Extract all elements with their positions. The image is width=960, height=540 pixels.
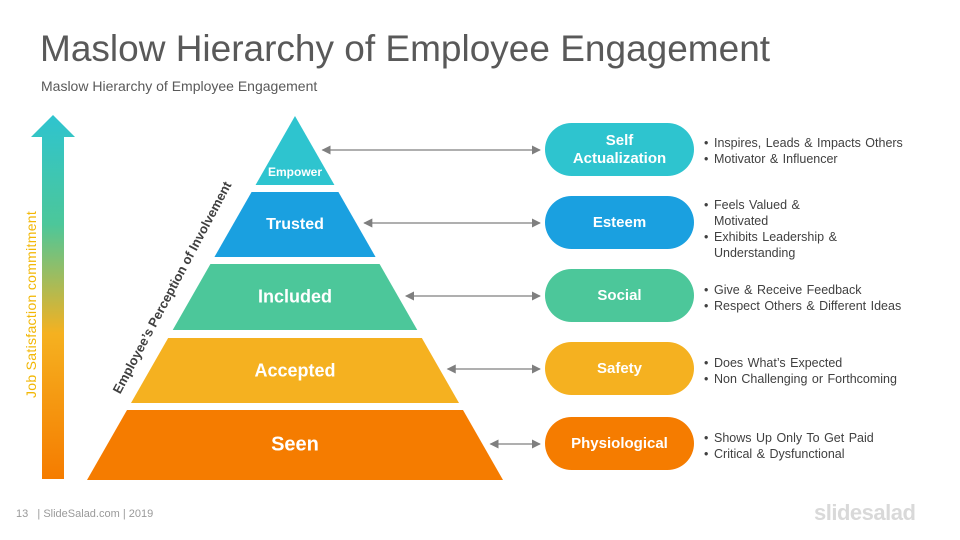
need-label: Safety — [596, 359, 643, 377]
pyramid-level-label: Trusted — [266, 215, 324, 233]
bullet-item: Feels Valued & Motivated — [704, 197, 854, 229]
need-label: Social — [597, 286, 642, 304]
need-pill-safety: Safety — [545, 342, 694, 395]
page-number: 13 — [16, 508, 29, 520]
pyramid-level-included — [172, 264, 418, 330]
bullet-item: Respect Others & Different Ideas — [704, 298, 944, 314]
need-bullets: Inspires, Leads & Impacts OthersMotivato… — [704, 135, 944, 167]
need-bullets: Feels Valued & MotivatedExhibits Leaders… — [704, 197, 854, 261]
need-pill-self-actualization: Self Actualization — [545, 123, 694, 176]
pyramid-level-label: Seen — [271, 433, 319, 456]
bullet-item: Motivator & Influencer — [704, 151, 944, 167]
need-bullets: Shows Up Only To Get PaidCritical & Dysf… — [704, 430, 944, 462]
pyramid-level-trusted — [214, 192, 376, 257]
need-bullets: Does What’s ExpectedNon Challenging or F… — [704, 355, 944, 387]
bullet-item: Give & Receive Feedback — [704, 282, 944, 298]
need-label: Physiological — [571, 434, 668, 452]
slidesalad-logo: slidesalad — [814, 500, 916, 525]
pyramid-level-label: Empower — [267, 165, 323, 179]
page-subtitle: Maslow Hierarchy of Employee Engagement — [41, 78, 318, 94]
footer-text: | SlideSalad.com | 2019 — [37, 508, 154, 520]
pyramid-level-label: Accepted — [254, 360, 336, 380]
pyramid-level-empower — [255, 116, 335, 185]
bullet-item: Shows Up Only To Get Paid — [704, 430, 944, 446]
job-satisfaction-label: Job Satisfaction commitment — [23, 210, 39, 398]
bullet-item: Inspires, Leads & Impacts Others — [704, 135, 944, 151]
page-title: Maslow Hierarchy of Employee Engagement — [40, 28, 771, 69]
pyramid-level-accepted — [131, 338, 459, 403]
need-pill-physiological: Physiological — [545, 417, 694, 470]
need-bullets: Give & Receive FeedbackRespect Others & … — [704, 282, 944, 314]
pyramid-level-seen — [87, 410, 503, 480]
need-pill-social: Social — [545, 269, 694, 322]
pyramid-level-label: Included — [257, 286, 333, 307]
bullet-item: Does What’s Expected — [704, 355, 944, 371]
pyramid — [87, 116, 503, 480]
need-label: Esteem — [592, 213, 647, 231]
need-label: Self Actualization — [572, 131, 667, 167]
bullet-item: Critical & Dysfunctional — [704, 446, 944, 462]
need-pill-esteem: Esteem — [545, 196, 694, 249]
bullet-item: Exhibits Leadership & Understanding — [704, 229, 854, 261]
footer: 13 | SlideSalad.com | 2019 — [16, 508, 153, 520]
vertical-arrow — [31, 115, 75, 479]
bullet-item: Non Challenging or Forthcoming — [704, 371, 944, 387]
connectors — [321, 145, 541, 449]
